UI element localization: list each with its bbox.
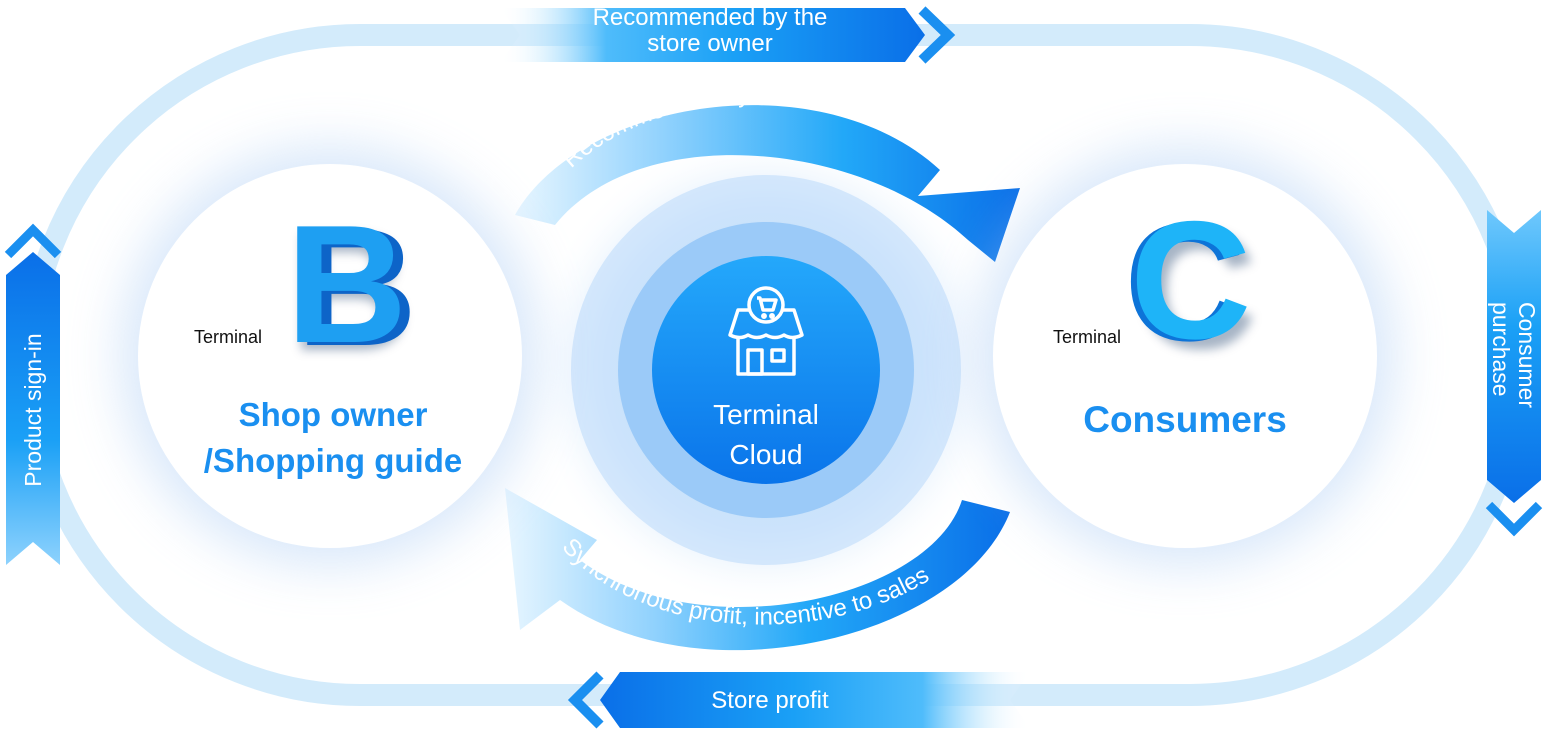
b-letter-icon: B bbox=[286, 190, 408, 378]
top-banner-line1: Recommended by the bbox=[592, 4, 828, 31]
top-inner-arrow bbox=[515, 105, 1020, 262]
top-banner-shape bbox=[500, 8, 925, 62]
right-banner-label: Consumer purchase bbox=[1488, 302, 1540, 408]
c-letter-icon: C bbox=[1130, 186, 1252, 374]
outer-loop-track bbox=[19, 24, 1531, 706]
bottom-chevron-icon bbox=[567, 671, 604, 729]
center-label: Terminal Cloud bbox=[666, 395, 866, 475]
bottom-banner-label: Store profit bbox=[711, 687, 829, 714]
c-terminal-prefix: Terminal bbox=[1053, 327, 1122, 347]
bottom-inner-arrow bbox=[505, 488, 1010, 651]
center-core-circle bbox=[652, 256, 880, 484]
b-terminal-node bbox=[138, 164, 522, 548]
bottom-banner-shape bbox=[600, 672, 1030, 728]
b-title-line1: Shop owner bbox=[238, 396, 428, 433]
top-chevron-icon bbox=[918, 6, 956, 64]
storefront-cart-icon bbox=[728, 286, 804, 376]
left-chevron-icon bbox=[4, 223, 62, 259]
bottom-arrow-label: Synchronous profit, incentive to sales bbox=[557, 533, 934, 631]
center-label-line2: Cloud bbox=[729, 439, 803, 470]
b-terminal-prefix: Terminal bbox=[194, 327, 263, 347]
b-title-line2: /Shopping guide bbox=[203, 442, 463, 479]
right-chevron-icon bbox=[1485, 501, 1543, 537]
left-banner-label: Product sign-in bbox=[20, 333, 46, 487]
c-terminal-node bbox=[993, 164, 1377, 548]
center-label-line1: Terminal bbox=[713, 399, 819, 430]
left-banner-shape bbox=[6, 252, 60, 565]
top-arrow-label: Recommended by the store owner bbox=[557, 81, 926, 173]
right-banner-line1: Consumer bbox=[1514, 301, 1540, 409]
right-banner-line2: purchase bbox=[1488, 301, 1514, 397]
c-node-title: Consumers bbox=[1083, 399, 1287, 440]
right-banner-shape bbox=[1487, 210, 1541, 503]
b-node-title: Shop owner /Shopping guide bbox=[168, 392, 498, 484]
top-banner-line2: store owner bbox=[647, 30, 773, 57]
top-banner-label: Recommended by the store owner bbox=[530, 5, 890, 57]
